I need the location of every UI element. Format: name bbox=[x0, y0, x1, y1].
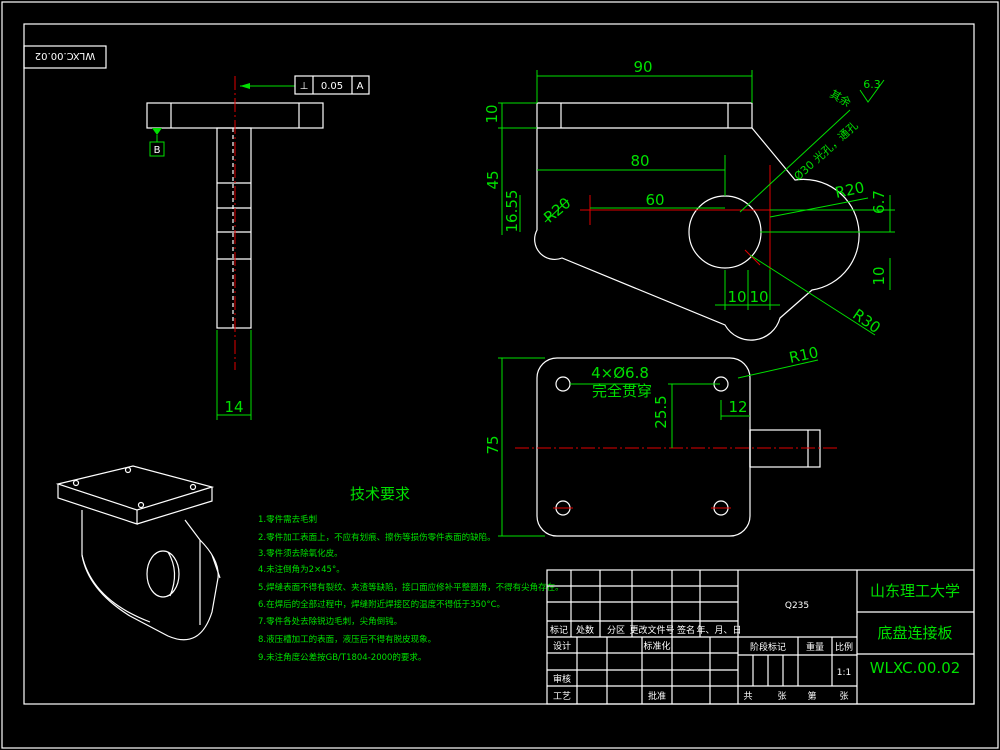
dim-10-b: 10 bbox=[749, 288, 768, 306]
tb-design: 设计 bbox=[553, 640, 571, 652]
dim-45: 45 bbox=[484, 170, 502, 189]
dim-25-5: 25.5 bbox=[652, 395, 670, 428]
tech-item-3: 3.零件须去除氧化皮。 bbox=[258, 548, 343, 559]
flatness-datum: A bbox=[357, 81, 364, 92]
tb-label-change-doc: 更改文件号 bbox=[629, 624, 674, 636]
flatness-frame: ⊥ 0.05 A bbox=[240, 75, 370, 95]
hole-pattern-callout: 4×Ø6.8 bbox=[591, 364, 649, 382]
flatness-symbol: ⊥ bbox=[300, 81, 309, 92]
inner-border bbox=[23, 23, 975, 705]
dim-75: 75 bbox=[484, 435, 502, 454]
front-view: 90 10 45 16.55 80 60 R20 R20 6.7 10 bbox=[483, 58, 895, 341]
tech-item-6: 6.在焊后的全部过程中，焊缝附近焊接区的温度不得低于350°C。 bbox=[258, 599, 505, 610]
tb-approve: 批准 bbox=[648, 690, 666, 702]
tb-label-count: 处数 bbox=[576, 624, 594, 636]
roughness-label: 其余 bbox=[827, 87, 853, 110]
tb-label-mark: 标记 bbox=[550, 624, 568, 636]
flatness-tolerance: 0.05 bbox=[321, 81, 343, 92]
tech-title: 技术要求 bbox=[350, 485, 410, 503]
drawing-number-rotated-text: WLXC.00.02 bbox=[35, 50, 95, 61]
roughness-value: 6.3 bbox=[863, 78, 881, 91]
dim-60: 60 bbox=[645, 191, 664, 209]
dim-10-flange: 10 bbox=[483, 104, 501, 123]
tb-process: 工艺 bbox=[553, 691, 571, 702]
tech-item-4: 4.未注倒角为2×45°。 bbox=[258, 564, 345, 575]
dim-10-a: 10 bbox=[727, 288, 746, 306]
drawing-number-rotated-box: WLXC.00.02 bbox=[23, 45, 107, 69]
tb-part-name: 底盘连接板 bbox=[877, 624, 952, 642]
dim-r30: R30 bbox=[849, 305, 884, 337]
hole-pattern-through: 完全贯穿 bbox=[592, 382, 652, 400]
tech-item-7: 7.零件各处去除锐边毛刺，尖角倒钝。 bbox=[258, 616, 402, 627]
dim-90: 90 bbox=[633, 58, 652, 76]
tech-requirements: 技术要求 1.零件需去毛刺 2.零件加工表面上，不应有划痕、擦伤等损伤零件表面的… bbox=[258, 485, 564, 663]
tech-item-8: 8.液压槽加工的表面，液压后不得有脱皮现象。 bbox=[258, 634, 436, 645]
tb-company: 山东理工大学 bbox=[870, 582, 960, 600]
tb-label-zone: 分区 bbox=[607, 625, 625, 636]
side-view: 14 bbox=[146, 76, 324, 420]
dim-80: 80 bbox=[630, 152, 649, 170]
tb-review: 审核 bbox=[553, 673, 571, 685]
dim-6-7: 6.7 bbox=[870, 190, 888, 214]
tb-weight: 重量 bbox=[806, 641, 824, 653]
side-width-dim: 14 bbox=[224, 398, 243, 416]
tech-item-9: 9.未注角度公差按GB/T1804-2000的要求。 bbox=[258, 652, 426, 663]
datum-b-label: B bbox=[154, 145, 161, 156]
dim-r20-right: R20 bbox=[833, 178, 866, 202]
tb-sheet-total: 共 bbox=[743, 691, 752, 702]
tech-item-1: 1.零件需去毛刺 bbox=[258, 514, 317, 525]
datum-b: B bbox=[149, 128, 165, 157]
tb-scale-label: 比例 bbox=[835, 641, 853, 653]
title-block: Q235 山东理工大学 底盘连接板 WLXC.00.02 标记 处数 分区 更改… bbox=[546, 569, 975, 705]
tb-label-signature: 签名 bbox=[677, 624, 695, 636]
tb-sheet-unit-2: 张 bbox=[839, 691, 848, 702]
tb-standardize: 标准化 bbox=[643, 640, 670, 652]
tech-item-2: 2.零件加工表面上，不应有划痕、擦伤等损伤零件表面的缺陷。 bbox=[258, 532, 496, 543]
tb-stage-mark: 阶段标记 bbox=[750, 641, 786, 653]
tb-label-date: 年、月、日 bbox=[696, 624, 741, 636]
dim-12: 12 bbox=[728, 398, 747, 416]
tb-sheet-no: 第 bbox=[807, 690, 816, 702]
tb-drawing-no: WLXC.00.02 bbox=[870, 659, 961, 677]
dim-10-right: 10 bbox=[870, 266, 888, 285]
top-view: 4×Ø6.8 完全贯穿 R10 25.5 12 75 bbox=[484, 343, 840, 537]
tech-item-5: 5.焊缝表面不得有裂纹、夹渣等缺陷，接口面应修补平整圆滑，不得有尖角存在。 bbox=[258, 582, 564, 593]
isometric-view bbox=[55, 465, 221, 641]
tb-material: Q235 bbox=[785, 601, 809, 611]
dim-16-55: 16.55 bbox=[503, 190, 521, 233]
dim-r10: R10 bbox=[787, 343, 820, 367]
tb-scale: 1:1 bbox=[837, 668, 851, 678]
hole-callout-o30: Ø30 光孔，通孔 bbox=[791, 118, 861, 183]
tb-sheet-unit-1: 张 bbox=[777, 691, 786, 702]
